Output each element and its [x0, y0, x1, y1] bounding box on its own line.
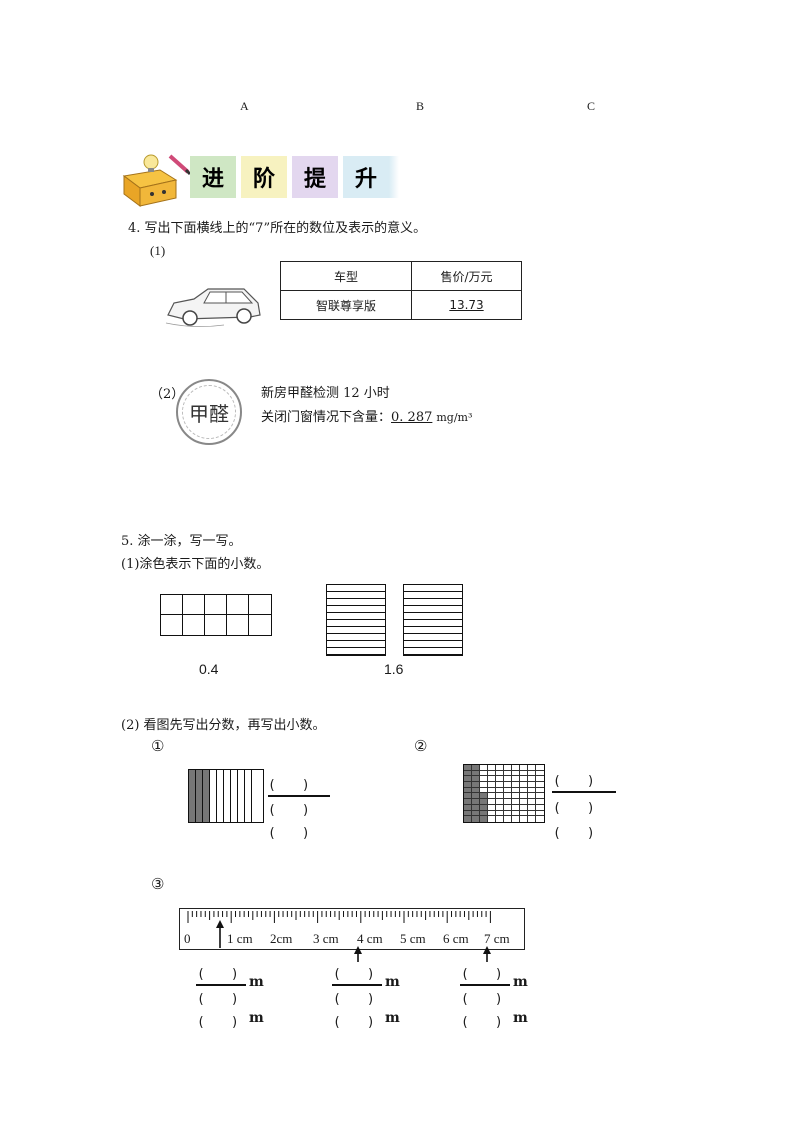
table-header-model: 车型	[280, 261, 412, 291]
banner-char-3: 提	[292, 156, 338, 198]
ruler-a3-numerator[interactable]: ( )	[461, 967, 503, 982]
ruler-a2-fraction-line	[332, 984, 382, 986]
banner-fade	[389, 156, 399, 198]
ruler-a2-numerator[interactable]: ( )	[333, 967, 375, 982]
ruler-a2-unit: m	[385, 974, 400, 990]
formaldehyde-stamp-icon: 甲醛	[176, 379, 242, 445]
ruler-a1-unit: m	[249, 974, 264, 990]
ruler-label-5: 5 cm	[400, 931, 426, 946]
fig2-fraction-line	[552, 791, 616, 793]
ruler-label-0: 0	[184, 931, 191, 946]
banner-char-4: 升	[343, 156, 389, 198]
strip-square-2[interactable]	[403, 584, 463, 656]
ruler-a3-decimal[interactable]: ( )	[461, 1015, 503, 1030]
option-c: C	[587, 99, 596, 113]
circle-1-label: ①	[151, 737, 165, 755]
ruler-a2-denominator[interactable]: ( )	[333, 992, 375, 1007]
ruler-label-7: 7 cm	[484, 931, 510, 946]
grid-ten-cells[interactable]	[160, 594, 272, 636]
decimal-0-4: 0.4	[199, 661, 219, 677]
ruler-a3-unit: m	[513, 974, 528, 990]
ruler-a1-decimal-unit: m	[249, 1010, 264, 1026]
table-cell-price: 13.73	[411, 290, 522, 320]
table-header-price: 售价/万元	[411, 261, 522, 291]
ruler-arrow-1-icon	[214, 920, 226, 952]
q5-part2: (2) 看图先写出分数，再写出小数。	[121, 718, 326, 733]
banner-mascot-icon	[118, 150, 192, 208]
q4-line2-unit: mg/m³	[436, 411, 473, 424]
ruler-label-6: 6 cm	[443, 931, 469, 946]
ruler-a3-decimal-unit: m	[513, 1010, 528, 1026]
ruler-label-3: 3 cm	[313, 931, 339, 946]
fig1-decimal[interactable]: ( )	[268, 826, 310, 841]
q5-prompt: 5. 涂一涂，写一写。	[121, 534, 242, 549]
fig1-fraction-line	[268, 795, 330, 797]
table-cell-model: 智联尊享版	[280, 290, 412, 320]
car-icon	[164, 285, 264, 329]
ruler-a1-denominator[interactable]: ( )	[197, 992, 239, 1007]
q4-part1-label: (1)	[150, 243, 166, 258]
q4-prompt: 4. 写出下面横线上的“7”所在的数位及表示的意义。	[128, 221, 427, 236]
ruler-arrow-3-icon	[481, 946, 493, 966]
q4-part2-label: （2）	[150, 387, 185, 402]
ruler-a3-fraction-line	[460, 984, 510, 986]
ruler-a2-decimal[interactable]: ( )	[333, 1015, 375, 1030]
decimal-1-6: 1.6	[384, 661, 404, 677]
ruler-a1-numerator[interactable]: ( )	[197, 967, 239, 982]
ruler-label-2: 2cm	[270, 931, 293, 946]
q4-line1: 新房甲醛检测 12 小时	[261, 386, 390, 401]
q4-line2-value: 0. 287	[391, 410, 433, 425]
fig1-denominator[interactable]: ( )	[268, 803, 310, 818]
ruler-arrow-2-icon	[352, 946, 364, 966]
ruler-label-4: 4 cm	[357, 931, 383, 946]
ruler-a1-fraction-line	[196, 984, 246, 986]
fig1-strips	[188, 769, 264, 823]
ruler: 0 1 cm 2cm 3 cm 4 cm 5 cm 6 cm 7 cm	[179, 908, 525, 950]
fig2-numerator[interactable]: ( )	[553, 774, 595, 789]
fig1-numerator[interactable]: ( )	[268, 778, 310, 793]
ruler-ticks	[187, 911, 491, 923]
banner-char-1: 进	[190, 156, 236, 198]
ruler-a3-denominator[interactable]: ( )	[461, 992, 503, 1007]
ruler-a2-decimal-unit: m	[385, 1010, 400, 1026]
q5-part1: (1)涂色表示下面的小数。	[121, 557, 270, 572]
ruler-label-1: 1 cm	[227, 931, 253, 946]
ruler-a1-decimal[interactable]: ( )	[197, 1015, 239, 1030]
car-price-table: 车型 售价/万元 智联尊享版 13.73	[280, 261, 522, 320]
fig2-hundred-grid	[463, 764, 545, 823]
circle-2-label: ②	[414, 737, 428, 755]
option-b: B	[416, 99, 425, 113]
fig2-denominator[interactable]: ( )	[553, 801, 595, 816]
circle-3-label: ③	[151, 875, 165, 893]
fig2-decimal[interactable]: ( )	[553, 826, 595, 841]
q4-line2-prefix: 关闭门窗情况下含量：	[261, 410, 392, 425]
banner-char-2: 阶	[241, 156, 287, 198]
option-a: A	[240, 99, 249, 113]
strip-square-1[interactable]	[326, 584, 386, 656]
